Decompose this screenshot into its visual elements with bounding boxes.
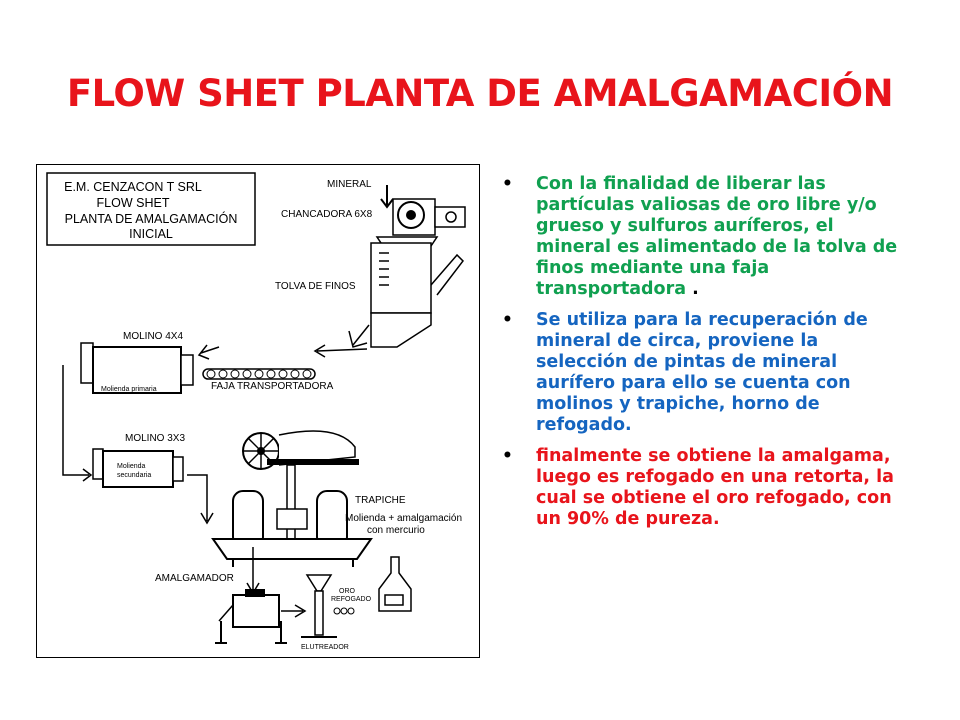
label-tolva: TOLVA DE FINOS [275, 281, 356, 292]
chancadora-machine [375, 198, 466, 250]
bullet-marker: • [502, 310, 513, 330]
molino-3x3: Molienda secundaria [92, 448, 184, 488]
label-faja: FAJA TRANSPORTADORA [211, 381, 334, 392]
label-trapiche: TRAPICHE [355, 495, 406, 506]
faja-transportadora [202, 368, 316, 380]
label-molino1-sub: Molienda primaria [101, 386, 157, 393]
tolva-hopper [370, 242, 464, 348]
bullet-item-3: • finalmente se obtiene la amalgama, lue… [500, 446, 910, 530]
label-amalgamador: AMALGAMADOR [155, 573, 234, 584]
label-molino2-sub2: secundaria [117, 472, 151, 479]
molino2-to-trapiche-arrow [187, 474, 214, 525]
trapiche-machine [211, 430, 373, 567]
bullet-item-1: • Con la finalidad de liberar las partíc… [500, 174, 910, 300]
header-line-2: FLOW SHET [97, 196, 170, 210]
header-line-3: PLANTA DE AMALGAMACIÓN [65, 211, 238, 226]
bullet-list: • Con la finalidad de liberar las partíc… [500, 174, 910, 540]
flow-sheet-diagram: E.M. CENZACON T SRL FLOW SHET PLANTA DE … [36, 164, 480, 658]
header-box [46, 172, 256, 246]
label-mineral: MINERAL [327, 179, 372, 190]
label-molienda-1: Molienda + amalgamación [345, 513, 462, 524]
tolva-discharge-arrow [348, 324, 370, 348]
label-elutreador: ELUTREADOR [301, 644, 349, 651]
bullet-suffix-1: . [686, 279, 699, 299]
label-chancadora: CHANCADORA 6X8 [281, 209, 373, 220]
molino-4x4: Molienda primaria [80, 342, 194, 394]
bullet-item-2: • Se utiliza para la recuperación de min… [500, 310, 910, 436]
bullet-marker: • [502, 174, 513, 194]
label-molino1: MOLINO 4X4 [123, 331, 183, 342]
label-molienda-2: con mercurio [367, 525, 425, 536]
retorta-horno [378, 556, 412, 612]
amalgamador-to-elutreador-arrow [281, 604, 307, 618]
slide-title: FLOW SHET PLANTA DE AMALGAMACIÓN [66, 72, 894, 115]
bullet-marker: • [502, 446, 513, 466]
molino1-to-molino2-arrow [62, 365, 93, 482]
mineral-feed-arrow [380, 185, 394, 209]
tolva-to-faja-arrow [313, 344, 368, 358]
label-oro-1: ORO [339, 588, 356, 595]
label-molino2-sub1: Molienda [117, 463, 146, 470]
header-line-1: E.M. CENZACON T SRL [64, 180, 202, 194]
bullet-text-2: Se utiliza para la recuperación de miner… [536, 310, 868, 435]
faja-to-molino-arrow [197, 344, 220, 360]
label-oro-2: REFOGADO [331, 596, 372, 603]
amalgamador-machine [215, 589, 287, 644]
oro-refogado-nuggets [333, 607, 355, 615]
header-line-4: INICIAL [129, 227, 173, 241]
elutreador-funnel [301, 574, 337, 638]
label-molino2: MOLINO 3X3 [125, 433, 185, 444]
bullet-text-3: finalmente se obtiene la amalgama, luego… [536, 446, 894, 529]
bullet-text-1: Con la finalidad de liberar las partícul… [536, 174, 898, 299]
flow-sheet-svg: E.M. CENZACON T SRL FLOW SHET PLANTA DE … [46, 172, 466, 651]
